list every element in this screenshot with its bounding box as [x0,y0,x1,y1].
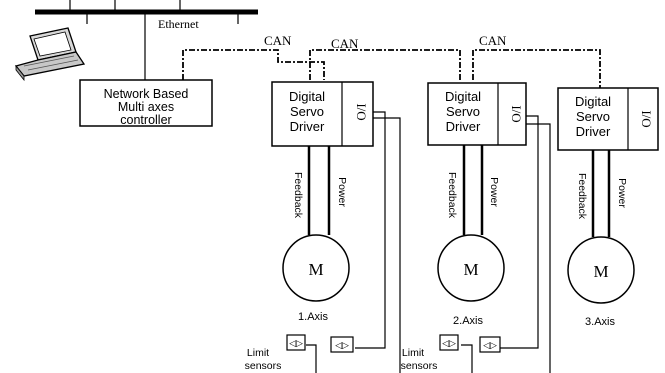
axis-3-cables: Feedback Power [576,150,628,237]
servo-driver-1: Digital Servo Driver I/O [271,81,374,147]
driver-1-io-label: I/O [354,103,369,120]
multi-axis-controller: Network Based Multi axes controller [79,79,213,127]
driver-3-label-line-2: Servo [576,109,610,124]
motor-2-label: M [463,260,478,279]
servo-driver-3: Digital Servo Driver I/O [557,87,659,151]
axis-1-sensor-wiring [306,111,401,373]
driver-3-io-label: I/O [639,110,654,127]
ethernet-bus: Ethernet [35,0,258,80]
svg-text:◁▷: ◁▷ [335,340,349,350]
motor-2: M 2.Axis [437,234,505,327]
svg-text:◁▷: ◁▷ [483,340,497,350]
limit-sensors-label-2-line-1: Limit [402,347,424,359]
axis-2-cables: Feedback Power [446,145,500,235]
driver-1-label-line-3: Driver [290,119,325,134]
servo-driver-2: Digital Servo Driver I/O [427,82,527,146]
limit-sensors-label-1-line-2: sensors [245,360,282,372]
motor-3-label: M [593,262,608,281]
laptop-icon [14,27,86,82]
driver-2-label-line-1: Digital [445,89,481,104]
axis-1-label: 1.Axis [298,311,328,323]
limit-sensors-label-1: Limit sensors [245,347,282,372]
motor-3: M 3.Axis [567,236,635,328]
axis-3-feedback-label: Feedback [576,173,588,220]
driver-1-label-line-1: Digital [289,89,325,104]
limit-sensors-label-1-line-1: Limit [247,347,269,359]
axis-1-feedback-label: Feedback [292,172,304,219]
axis-2-power-label: Power [488,177,500,207]
motor-1-label: M [308,260,323,279]
driver-2-label-line-3: Driver [446,119,481,134]
axis-3-label: 3.Axis [585,316,615,328]
controller-label-line-1: Network Based [104,87,189,101]
limit-sensor-icon: ◁▷ [439,334,459,351]
driver-3-label-line-1: Digital [575,94,611,109]
can-bus: CAN CAN CAN [182,33,601,88]
can-label-2: CAN [331,36,359,51]
limit-sensor-icon: ◁▷ [330,336,354,353]
axis-3-power-label: Power [616,178,628,208]
can-label-3: CAN [479,33,507,48]
limit-sensor-icon: ◁▷ [286,334,306,351]
axis-1-power-label: Power [336,177,348,207]
axis-2-label: 2.Axis [453,315,483,327]
svg-text:◁▷: ◁▷ [442,338,456,348]
axis-2-sensor-wiring [461,115,551,373]
ethernet-label: Ethernet [158,17,199,31]
driver-3-label-line-3: Driver [576,124,611,139]
svg-text:◁▷: ◁▷ [289,338,303,348]
motor-1: M 1.Axis [282,234,350,323]
driver-1-label-line-2: Servo [290,104,324,119]
limit-sensors-label-2: Limit sensors [401,347,438,372]
can-label-1: CAN [264,33,292,48]
driver-2-label-line-2: Servo [446,104,480,119]
limit-sensor-icon: ◁▷ [479,336,501,353]
controller-label-line-3: controller [120,113,171,127]
axis-2-feedback-label: Feedback [446,172,458,219]
controller-label-line-2: Multi axes [118,100,174,114]
driver-2-io-label: I/O [509,105,524,122]
axis-1-cables: Feedback Power [292,146,348,235]
limit-sensors-label-2-line-2: sensors [401,360,438,372]
